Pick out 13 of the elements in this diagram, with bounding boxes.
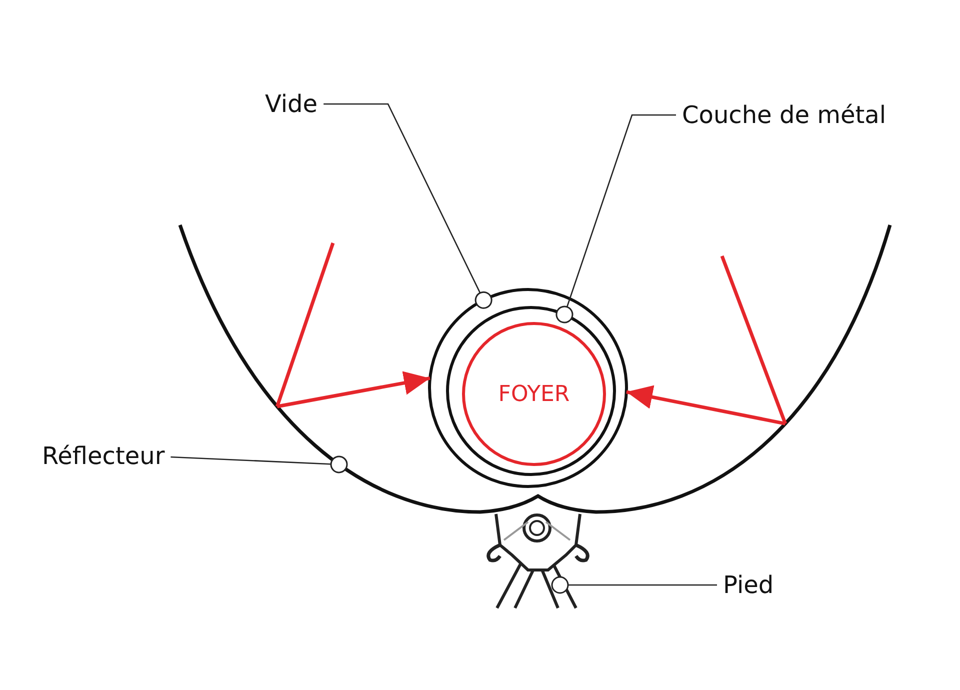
part-label: Vide <box>265 90 318 118</box>
inner-tube-wall <box>446 306 616 476</box>
leader-line <box>556 114 676 324</box>
part-label: Pied <box>723 571 774 599</box>
stand-drawing <box>486 512 590 610</box>
reflector-curve <box>178 224 892 514</box>
part-label: Couche de métal <box>682 101 886 129</box>
focus-label: FOYER <box>498 382 570 406</box>
leader-line <box>551 576 717 594</box>
leader-line <box>324 103 492 309</box>
leader-line <box>170 456 348 474</box>
part-label: Réflecteur <box>42 442 165 470</box>
focus-ring <box>462 322 606 466</box>
